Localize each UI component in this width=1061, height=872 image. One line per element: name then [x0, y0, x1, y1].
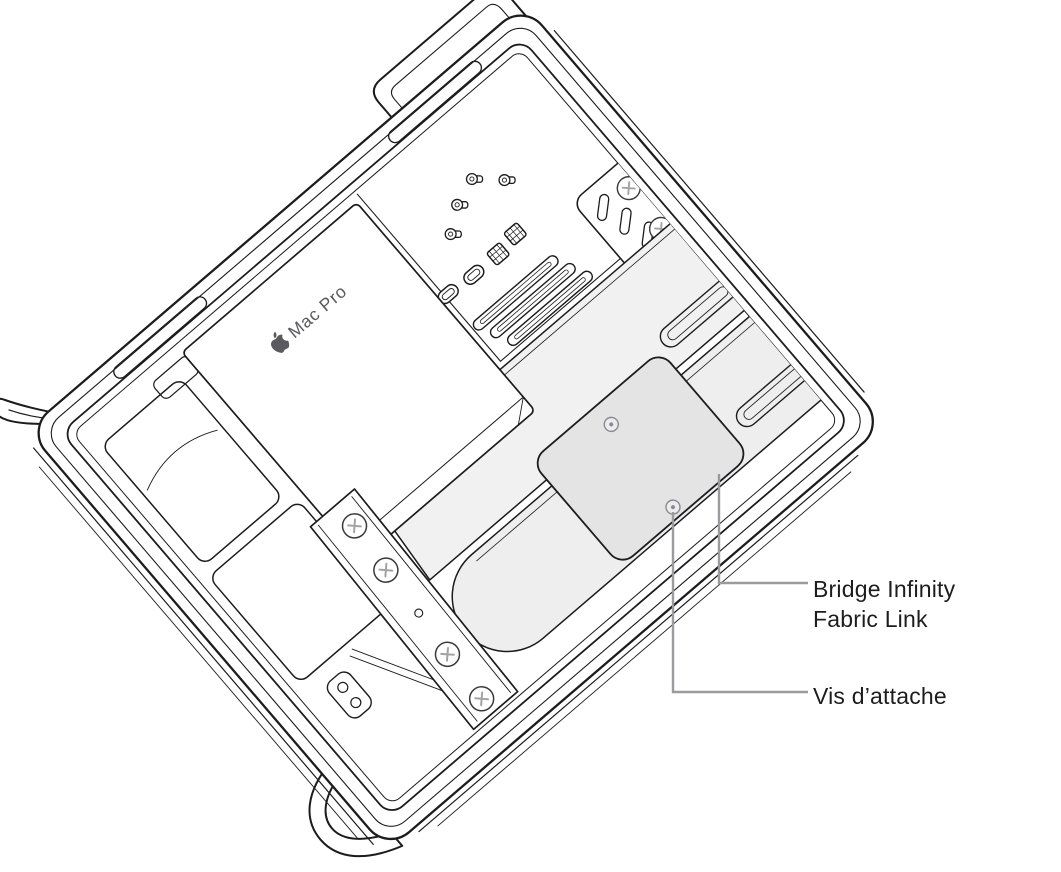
callout-line: Bridge Infinity — [813, 576, 956, 602]
callout-line: Vis d’attache — [813, 683, 947, 709]
leader-line-screw — [671, 512, 808, 694]
bridge-captive-screw-bottom — [665, 499, 681, 515]
psu-cover: Mac Pro — [183, 203, 534, 560]
leader-line-bridge — [717, 474, 808, 585]
bridge-plate — [536, 356, 745, 561]
back-wall-divider — [356, 193, 502, 362]
callout-line: Fabric Link — [813, 606, 928, 632]
case-lip-lines — [32, 30, 865, 845]
side-bracket — [326, 671, 372, 719]
apple-logo-icon — [271, 331, 290, 353]
frame-handle-slot — [388, 60, 483, 144]
callout-bridge-infinity-fabric-link: Bridge Infinity Fabric Link — [813, 574, 955, 634]
bridge-captive-screw-top — [603, 416, 619, 433]
callout-vis-attache: Vis d’attache — [813, 681, 947, 711]
frame-handle-top — [372, 0, 530, 130]
fan-assembly-covers — [104, 355, 462, 719]
side-rail — [309, 488, 519, 731]
frame-handle-slot — [113, 296, 208, 379]
chassis-interior: Mac Pro — [104, 159, 839, 731]
